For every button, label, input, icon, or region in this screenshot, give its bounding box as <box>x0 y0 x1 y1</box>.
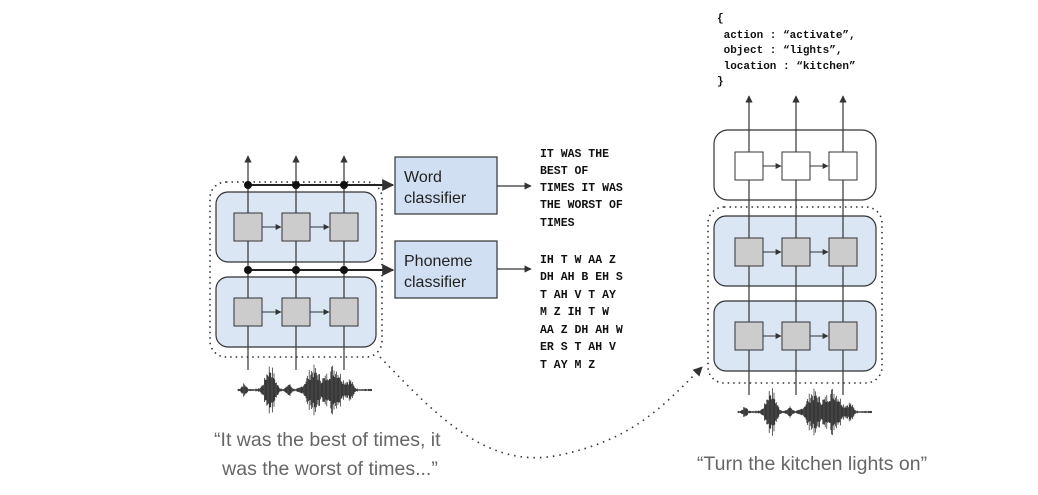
right-model <box>707 95 883 436</box>
rnn-cell <box>781 321 811 351</box>
rnn-cell <box>233 297 263 327</box>
svg-text:Word classifier: Word classifier <box>404 169 467 207</box>
phoneme-classifier-box: Phoneme classifier <box>394 240 498 299</box>
svg-text:Phoneme classifier: Phoneme classifier <box>404 253 477 291</box>
right-caption: “Turn the kitchen lights on” <box>697 453 927 475</box>
right-rnn-layer-upper <box>713 215 877 287</box>
rnn-cell <box>828 237 858 267</box>
json-output-text: { action : “activate”, object : “lights”… <box>0 0 889 88</box>
left-rnn-layer-upper <box>215 191 377 263</box>
right-rnn-layer-lower <box>713 300 877 372</box>
phoneme-output-text: IH T W AA Z DH AH B EH S T AH V T AY M Z… <box>540 254 630 372</box>
word-classifier-box: Word classifier <box>394 156 498 215</box>
rnn-cell <box>734 321 764 351</box>
rnn-cell <box>281 212 311 242</box>
rnn-cell <box>233 212 263 242</box>
task-cell <box>734 151 764 181</box>
rnn-cell <box>734 237 764 267</box>
left-tap-lines <box>248 179 395 276</box>
left-tap-dots <box>244 181 348 274</box>
task-cell <box>781 151 811 181</box>
task-cell <box>828 151 858 181</box>
left-model <box>209 155 395 416</box>
left-waveform <box>237 364 372 416</box>
left-rnn-layer-lower <box>215 276 377 348</box>
right-waveform <box>737 388 872 436</box>
phoneme-classifier-label-line2: classifier <box>404 274 467 291</box>
rnn-cell <box>281 297 311 327</box>
word-output-text: IT WAS THE BEST OF TIMES IT WAS THE WORS… <box>540 148 630 230</box>
left-caption: “It was the best of times, it was the wo… <box>214 429 446 480</box>
phoneme-classifier-label-line1: Phoneme <box>404 253 473 270</box>
word-classifier-label-line1: Word <box>404 169 442 186</box>
rnn-cell <box>781 237 811 267</box>
right-task-layer <box>713 129 877 201</box>
rnn-cell <box>329 212 359 242</box>
word-classifier-label-line2: classifier <box>404 190 467 207</box>
transfer-arrow <box>379 356 703 459</box>
rnn-cell <box>828 321 858 351</box>
right-vertical-connections <box>745 95 847 395</box>
rnn-cell <box>329 297 359 327</box>
